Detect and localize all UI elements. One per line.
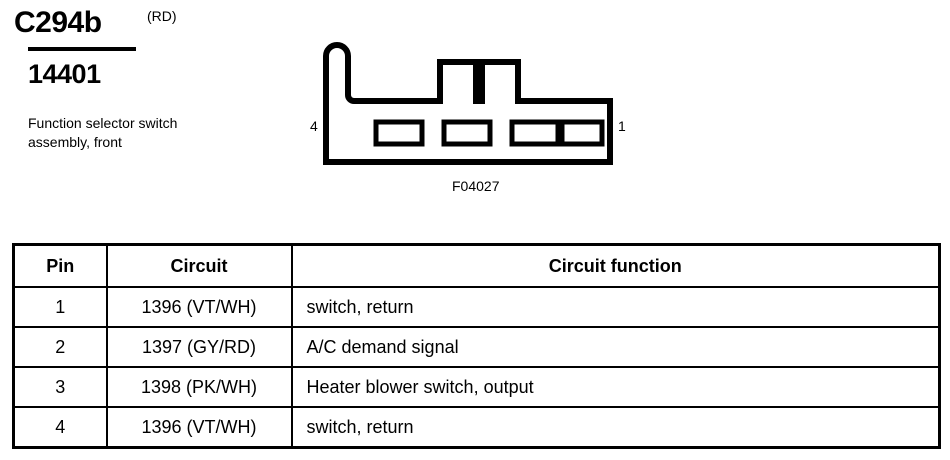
connector-description: Function selector switch assembly, front [28,115,178,150]
table-row: 4 1396 (VT/WH) switch, return [12,406,941,449]
cell-function: A/C demand signal [290,326,941,368]
cell-circuit: 1396 (VT/WH) [105,286,293,328]
table-row: 3 1398 (PK/WH) Heater blower switch, out… [12,366,941,408]
connector-header-block: C294b (RD) 14401 Function selector switc… [14,6,274,150]
cell-pin: 3 [12,366,108,408]
pinout-table: Pin Circuit Circuit function 1 1396 (VT/… [12,243,941,449]
cell-circuit: 1398 (PK/WH) [105,366,293,408]
pin-label-left: 4 [310,118,318,134]
cell-function: Heater blower switch, output [290,366,941,408]
pin-cavity-2 [509,119,561,147]
table-row: 1 1396 (VT/WH) switch, return [12,286,941,328]
connector-id-row: C294b (RD) [14,6,274,40]
cell-function: switch, return [290,286,941,328]
connector-face-drawing [323,42,613,165]
connector-id: C294b [14,6,102,39]
pin-cavity-4 [373,119,425,147]
figure-reference-code: F04027 [452,178,500,194]
pinout-table-container: Pin Circuit Circuit function 1 1396 (VT/… [12,243,941,449]
table-header-row: Pin Circuit Circuit function [12,243,941,288]
connector-color-code: (RD) [147,8,177,24]
column-header-pin: Pin [12,243,108,288]
cell-pin: 4 [12,406,108,449]
cell-pin: 2 [12,326,108,368]
column-header-circuit: Circuit [105,243,293,288]
cell-circuit: 1396 (VT/WH) [105,406,293,449]
pin-label-right: 1 [618,118,626,134]
connector-figure: 4 1 F04027 [300,40,640,210]
connector-id-underline [28,47,136,51]
part-number: 14401 [28,59,101,89]
column-header-circuit-function: Circuit function [290,243,941,288]
connector-body-outline [323,42,613,165]
cell-circuit: 1397 (GY/RD) [105,326,293,368]
table-row: 2 1397 (GY/RD) A/C demand signal [12,326,941,368]
pin-cavity-1 [559,119,605,147]
cell-pin: 1 [12,286,108,328]
pin-cavity-3 [441,119,493,147]
cell-function: switch, return [290,406,941,449]
